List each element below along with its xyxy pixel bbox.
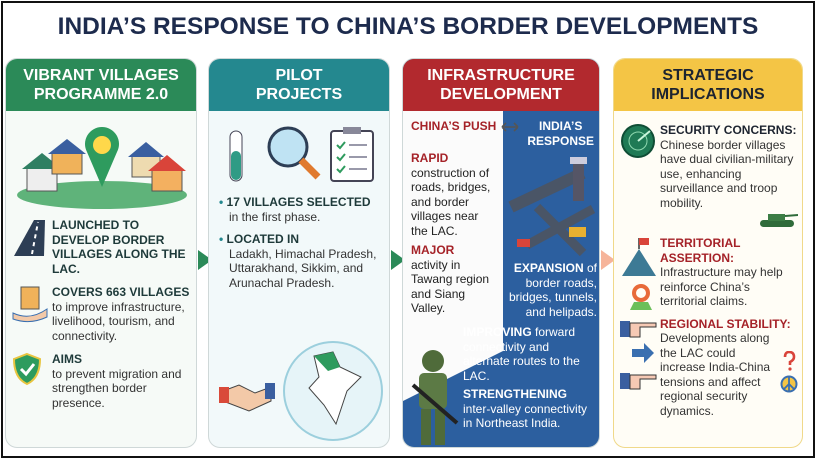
item-heading: COVERS 663 VILLAGES xyxy=(52,285,190,299)
list-item: COVERS 663 VILLAGES to improve infrastru… xyxy=(6,285,196,343)
item-text: to improve infrastructure, livelihood, t… xyxy=(52,299,185,343)
panel-header: PILOT PROJECTS xyxy=(209,59,389,111)
item-text: Ladakh, Himachal Pradesh, Uttarakhand, S… xyxy=(229,246,377,290)
china-column: RAPID construction of roads, bridges, an… xyxy=(411,151,497,316)
item-heading: AIMS xyxy=(52,352,82,366)
item-text: Infrastructure may help reinforce China’… xyxy=(660,265,783,308)
china-heading: MAJOR xyxy=(411,243,455,257)
panel-header: INFRASTRUCTURE DEVELOPMENT xyxy=(403,59,599,111)
soldier-icon xyxy=(411,350,459,445)
pilot-text: 17 VILLAGES SELECTED in the first phase.… xyxy=(219,195,383,290)
item-heading: TERRITORIAL ASSERTION: xyxy=(660,236,741,265)
panel-header: VIBRANT VILLAGES PROGRAMME 2.0 xyxy=(6,59,196,111)
flow-arrow-icon xyxy=(391,250,405,270)
india-response-label: INDIA’S RESPONSE xyxy=(527,119,595,148)
india-heading: EXPANSION xyxy=(513,261,584,275)
pointing-hand-icon xyxy=(620,320,657,389)
china-text: activity in Tawang region and Siang Vall… xyxy=(411,257,490,316)
page-title: INDIA’S RESPONSE TO CHINA’S BORDER DEVEL… xyxy=(57,13,759,40)
panel-vibrant-villages: VIBRANT VILLAGES PROGRAMME 2.0 LAUNCHED … xyxy=(5,58,197,448)
magnifier-icon xyxy=(267,126,321,180)
question-mark-icon xyxy=(783,350,796,371)
item-heading: SECURITY CONCERNS: xyxy=(660,123,797,137)
handshake-icon xyxy=(219,383,275,412)
india-item: IMPROVING forward connectivity and alter… xyxy=(463,325,597,383)
china-heading: RAPID xyxy=(411,151,449,165)
india-text: inter-valley connectivity in Northeast I… xyxy=(463,401,588,431)
panel-header: STRATEGIC IMPLICATIONS xyxy=(614,59,802,111)
list-item: LAUNCHED TO DEVELOP BORDER VILLAGES ALON… xyxy=(6,218,196,276)
list-item: AIMS to prevent migration and strengthen… xyxy=(6,352,196,410)
checklist-icon xyxy=(330,127,374,182)
labels-row: CHINA’S PUSH INDIA’S RESPONSE xyxy=(411,119,597,148)
village-map-pin-icon xyxy=(17,127,187,209)
list-item: REGIONAL STABILITY: Developments along t… xyxy=(614,317,798,419)
peace-symbol-icon xyxy=(780,375,798,392)
road-network-icon xyxy=(508,157,596,257)
china-side-background xyxy=(403,111,503,401)
item-heading: LOCATED IN xyxy=(219,232,383,247)
panel-pilot-projects: PILOT PROJECTS 17 VILLAGES SELECTED in t… xyxy=(208,58,390,448)
item-heading: REGIONAL STABILITY: xyxy=(660,316,791,331)
item-text: in the first phase. xyxy=(229,209,321,224)
item-text: Chinese border villages have dual civili… xyxy=(660,137,794,210)
shield-check-icon xyxy=(12,352,42,386)
panel-strategic-implications: STRATEGIC IMPLICATIONS SECURITY CONCERNS… xyxy=(613,58,803,448)
item-heading: LAUNCHED TO DEVELOP BORDER VILLAGES ALON… xyxy=(52,218,186,276)
china-text: construction of roads, bridges, and bord… xyxy=(411,165,491,238)
india-text: forward connectivity and alternate route… xyxy=(463,325,580,383)
india-item: EXPANSION of border roads, bridges, tunn… xyxy=(501,261,597,319)
hand-building-icon xyxy=(12,286,48,323)
flow-arrow-icon xyxy=(601,250,615,270)
test-tube-icon xyxy=(229,130,243,182)
india-heading: STRENGTHENING xyxy=(463,387,568,401)
list-item: SECURITY CONCERNS: Chinese border villag… xyxy=(614,123,798,228)
india-text: of border roads, bridges, tunnels, and h… xyxy=(508,261,597,319)
item-text: to prevent migration and strengthen bord… xyxy=(52,366,182,410)
panel-infrastructure: INFRASTRUCTURE DEVELOPMENT CHINA’S PUSH … xyxy=(402,58,600,448)
location-pin-icon xyxy=(630,284,652,310)
india-column: EXPANSION of border roads, bridges, tunn… xyxy=(463,261,597,431)
india-map-icon xyxy=(283,341,383,441)
tank-icon xyxy=(760,214,798,227)
india-heading: IMPROVING xyxy=(463,325,532,339)
mountain-flag-icon xyxy=(622,238,656,276)
item-heading: 17 VILLAGES SELECTED xyxy=(219,195,383,210)
radar-icon xyxy=(621,124,655,158)
double-arrow-icon xyxy=(501,122,519,132)
road-icon xyxy=(14,220,45,256)
item-text: Developments along the LAC could increas… xyxy=(660,331,771,418)
list-item: TERRITORIAL ASSERTION: Infrastructure ma… xyxy=(614,236,798,310)
china-push-label: CHINA’S PUSH xyxy=(411,119,497,133)
